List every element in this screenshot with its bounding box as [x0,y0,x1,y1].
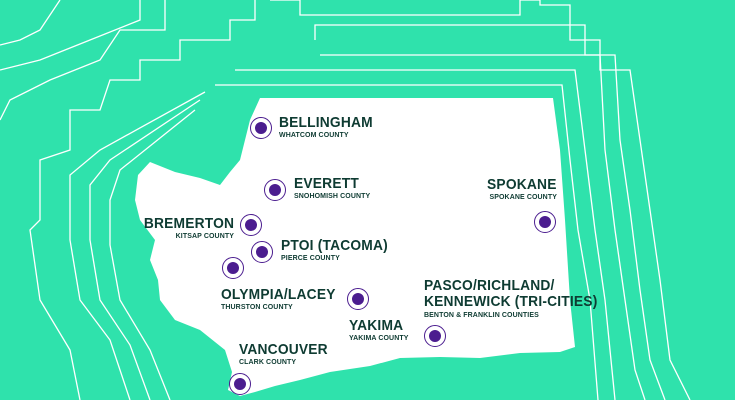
county-name: CLARK COUNTY [239,359,297,366]
city-label-spokane: SPOKANE SPOKANE COUNTY [481,177,557,201]
circle-target-icon [229,373,251,395]
city-label-tricities: PASCO/RICHLAND/ KENNEWICK (TRI-CITIES) B… [424,278,613,319]
city-name: BREMERTON [143,215,234,232]
map-marker-vancouver[interactable] [229,373,251,395]
city-name: BELLINGHAM [279,114,373,131]
map-marker-tacoma[interactable] [251,241,273,263]
contour-line [109,109,196,400]
city-label-vancouver: VANCOUVER CLARK COUNTY [239,342,336,366]
city-label-everett: EVERETT SNOHOMISH COUNTY [294,176,370,200]
map-marker-yakima[interactable] [347,288,369,310]
map-marker-bellingham[interactable] [250,117,272,139]
city-label-olympia: OLYMPIA/LACEY THURSTON COUNTY [221,287,346,311]
city-name: PTOI (TACOMA) [281,237,388,254]
city-label-bremerton: BREMERTON KITSAP COUNTY [136,216,234,240]
contour-lines [0,0,691,400]
city-label-yakima: YAKIMA YAKIMA COUNTY [349,318,409,342]
contour-line [235,69,616,400]
contour-line [314,24,666,400]
county-name: SNOHOMISH COUNTY [294,193,371,200]
map-marker-spokane[interactable] [534,211,556,233]
city-name: OLYMPIA/LACEY [221,286,336,303]
city-name: PASCO/RICHLAND/ KENNEWICK (TRI-CITIES) [424,277,598,310]
county-name: WHATCOM COUNTY [279,132,349,139]
county-name: THURSTON COUNTY [221,304,293,311]
contour-line [29,0,256,400]
county-name: SPOKANE COUNTY [489,194,557,201]
city-name: EVERETT [294,175,359,192]
map-marker-olympia[interactable] [222,257,244,279]
contour-line [215,84,599,400]
city-name: VANCOUVER [239,341,328,358]
washington-state-shape [135,98,575,396]
contour-line [0,0,166,121]
city-label-bellingham: BELLINGHAM WHATCOM COUNTY [279,115,381,139]
map-marker-everett[interactable] [264,179,286,201]
circle-target-icon [222,257,244,279]
map-marker-tricities[interactable] [424,325,446,347]
contour-line [0,0,141,71]
city-label-tacoma: PTOI (TACOMA) PIERCE COUNTY [281,238,397,262]
contour-line [270,0,691,400]
county-name: YAKIMA COUNTY [349,335,409,342]
city-name: SPOKANE [487,176,557,193]
map-marker-bremerton[interactable] [240,214,262,236]
circle-target-icon [424,325,446,347]
county-name: KITSAP COUNTY [175,233,234,240]
circle-target-icon [250,117,272,139]
circle-target-icon [347,288,369,310]
county-name: BENTON & FRANKLIN COUNTIES [424,311,539,319]
city-name: YAKIMA [349,317,404,334]
county-name: PIERCE COUNTY [281,255,340,262]
contour-line [89,99,201,400]
circle-target-icon [534,211,556,233]
circle-target-icon [264,179,286,201]
contour-line [0,0,61,46]
contour-line [69,91,206,400]
contour-line [320,54,646,400]
circle-target-icon [240,214,262,236]
circle-target-icon [251,241,273,263]
